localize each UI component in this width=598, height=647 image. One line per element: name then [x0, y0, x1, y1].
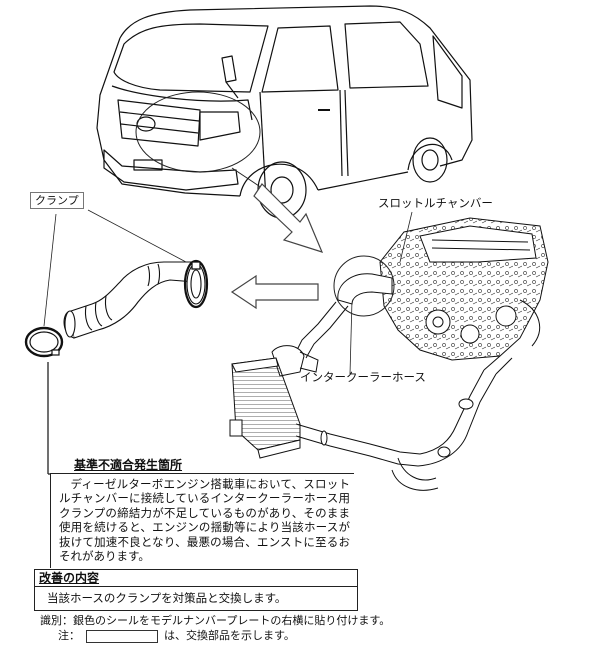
- intercooler-illustration: [229, 357, 301, 459]
- improvement-section: 改善の内容 当該ホースのクランプを対策品と交換します。: [34, 569, 358, 611]
- identification-text: 識別：銀色のシールをモデルナンバープレートの右横に貼り付けます。: [40, 614, 391, 627]
- improvement-title: 改善の内容: [35, 570, 357, 587]
- engine-illustration: [379, 217, 549, 361]
- defect-body: ディーゼルターボエンジン搭載車において、スロットルチャンバーに接続しているインタ…: [50, 472, 354, 568]
- note-line: 注： は、交換部品を示します。: [58, 629, 295, 643]
- note-suffix: は、交換部品を示します。: [164, 629, 295, 642]
- highlight-ellipse: [135, 91, 261, 173]
- hose-illustration: [337, 273, 393, 305]
- arrow-icon: [253, 183, 324, 253]
- van-illustration: [96, 5, 473, 219]
- defect-section: 基準不適合発生箇所 ディーゼルターボエンジン搭載車において、スロットルチャンバー…: [50, 458, 354, 568]
- improvement-text: 当該ホースのクランプを対策品と交換します。: [47, 591, 287, 605]
- clamp-illustration: [183, 259, 209, 309]
- note-prefix: 注：: [58, 629, 80, 642]
- hose-detail-illustration: [63, 261, 206, 339]
- arrow-icon: [230, 274, 319, 310]
- throttle-chamber-label: スロットルチャンバー: [378, 196, 493, 210]
- clamp-label: クランプ: [30, 192, 84, 209]
- replacement-part-marker: [86, 629, 158, 643]
- defect-title: 基準不適合発生箇所: [74, 458, 183, 472]
- intercooler-hose-label: インタークーラーホース: [300, 370, 426, 384]
- defect-text: ディーゼルターボエンジン搭載車において、スロットルチャンバーに接続しているインタ…: [59, 476, 350, 564]
- highlight-ellipse: [333, 255, 395, 317]
- clamp-illustration: [24, 326, 64, 358]
